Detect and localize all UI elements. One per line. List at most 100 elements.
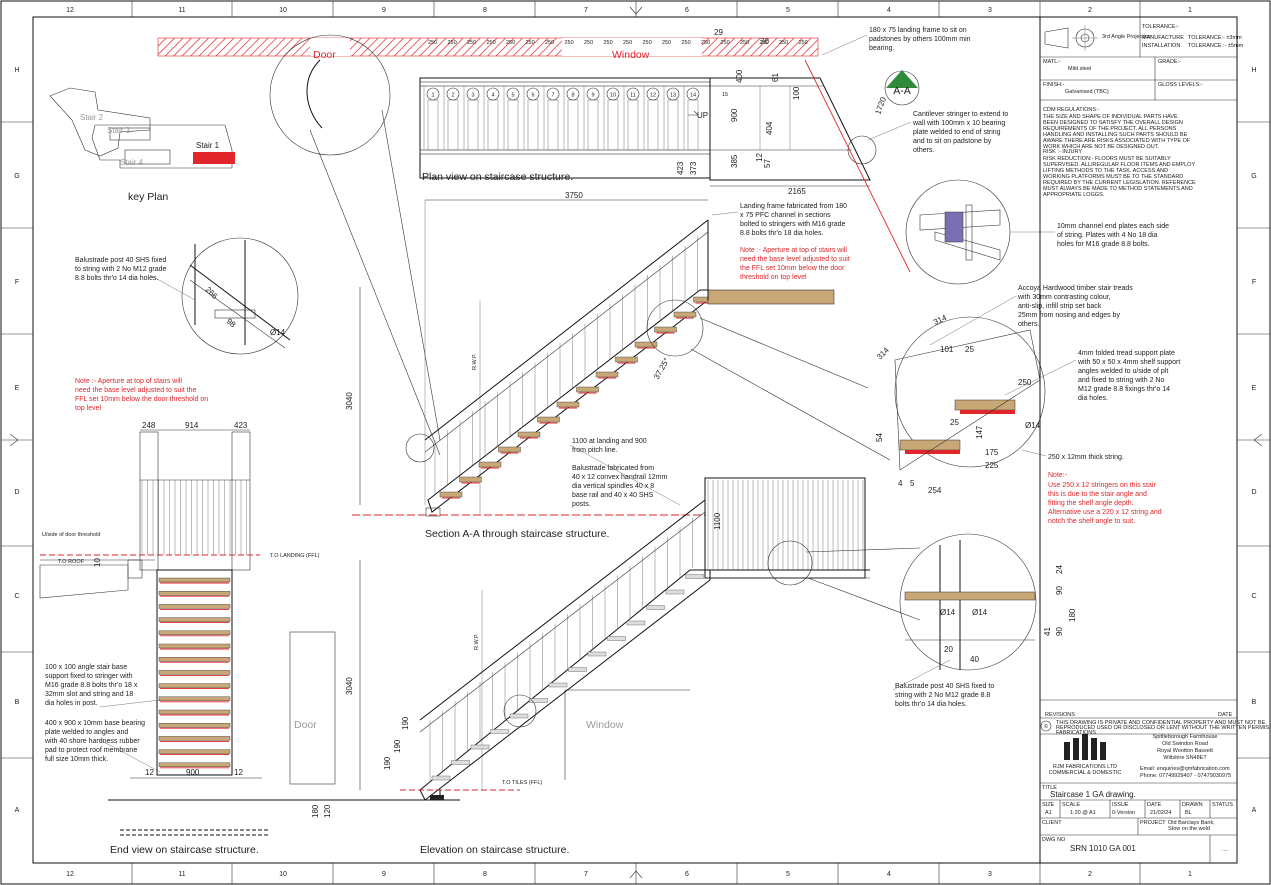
tread-number-circle <box>506 87 520 101</box>
company-logo: RJM FABRICATIONS LTD COMMERCIAL & DOMEST… <box>1049 734 1121 776</box>
manufacture-label: MANUFACTURE <box>1142 35 1184 41</box>
detail-tread-support: 314 314 101 25 250 25 147 175 225 254 54… <box>875 313 1046 495</box>
col-label: 6 <box>685 871 689 878</box>
plan-dim-404: 404 <box>765 121 774 135</box>
dwg-label: DWG NO <box>1042 837 1066 843</box>
detail-dim-14a: Ø14 <box>270 328 286 337</box>
elevation-treads <box>431 574 704 781</box>
detail-dim-175: 175 <box>985 448 999 457</box>
section-angle: 37.25° <box>652 356 671 381</box>
col-label: 7 <box>584 7 588 14</box>
elevation-dim-1100: 1100 <box>713 512 722 530</box>
key-plan: Stair 1 Stair 2 Stair 3 Stair 4 key Plan <box>49 87 235 203</box>
detail-dim-4: 4 <box>898 479 903 488</box>
tread-number: 10 <box>610 93 616 99</box>
project-label: PROJECT <box>1140 820 1166 826</box>
plan-dim-423: 423 <box>676 161 685 175</box>
tread <box>626 620 646 626</box>
end-post <box>231 431 251 571</box>
matl-label: MATL:- <box>1043 59 1061 65</box>
tread <box>673 311 697 318</box>
end-tread <box>158 749 231 754</box>
end-tread <box>158 630 231 635</box>
col-label: 2 <box>1088 7 1092 14</box>
end-tread <box>158 591 231 596</box>
end-view-title: End view on staircase structure. <box>110 844 259 856</box>
section-treads <box>439 296 716 499</box>
stair-1-label: Stair 1 <box>196 141 220 150</box>
tread-number: 15 <box>722 92 728 98</box>
row-label: F <box>15 279 19 286</box>
drawn-value: BL <box>1185 810 1192 816</box>
date-column-label: DATE <box>1218 712 1233 718</box>
detail-dim-14b: Ø14 <box>1025 421 1041 430</box>
end-tread <box>158 657 231 662</box>
plan-spacing-dim: 250 <box>428 40 437 46</box>
detail-balustrade-post: 266 Ø14 98 <box>181 237 299 355</box>
detail-dim-225: 225 <box>985 461 999 470</box>
plan-tread <box>607 99 619 151</box>
col-label: 11 <box>178 871 185 878</box>
up-arrow-icon <box>688 110 699 116</box>
elevation-rwp-label: R.W.P. <box>474 633 480 650</box>
plan-spacing-dim: 250 <box>526 40 535 46</box>
end-tread <box>158 723 231 728</box>
elevation-door-label: Door <box>294 719 317 731</box>
tread-number-circle <box>626 87 640 101</box>
tread-number: 7 <box>551 93 554 99</box>
detail-channel-3d <box>905 179 1011 285</box>
date-label: DATE <box>1147 802 1162 808</box>
plan-dim-2165: 2165 <box>788 187 806 196</box>
row-label: D <box>14 489 19 496</box>
end-to-landing: T.O LANDING (FFL) <box>270 553 320 559</box>
row-label: G <box>1251 173 1256 180</box>
elevation-dim-120: 120 <box>323 804 332 818</box>
tread <box>451 760 470 765</box>
tread-number-circle <box>606 87 620 101</box>
address-line: Old Swindon Road <box>1162 741 1208 747</box>
plan-spacing-dim: 250 <box>779 40 788 46</box>
plan-spacing-dim: 250 <box>545 40 554 46</box>
plan-window-label: Window <box>612 49 650 61</box>
section-mark-label: A-A <box>893 85 911 97</box>
plan-dim-29: 29 <box>714 28 723 37</box>
project-value: Old Barclays Bank,Stow on the wold <box>1168 820 1215 832</box>
detail-dim-314a: 314 <box>875 345 891 361</box>
detail-dim-250: 250 <box>1018 378 1032 387</box>
tolerance-label: TOLERANCE:- <box>1142 24 1179 30</box>
row-label: H <box>1251 67 1256 74</box>
col-label: 1 <box>1188 871 1192 878</box>
plan-tread <box>487 99 499 151</box>
col-label: 5 <box>786 871 790 878</box>
tread <box>509 713 529 719</box>
tread-number-circle <box>426 87 440 101</box>
detail-dim-14d: Ø14 <box>972 608 988 617</box>
plan-door-label: Door <box>313 49 336 61</box>
tread <box>654 326 677 333</box>
col-label: 9 <box>382 7 386 14</box>
detail-dim-14c: Ø14 <box>940 608 956 617</box>
detail-dim-147: 147 <box>975 425 984 439</box>
copyright-note: THIS DRAWING IS PRIVATE AND CONFIDENTIAL… <box>1056 720 1271 736</box>
row-label: E <box>15 385 20 392</box>
plan-tread <box>507 99 519 151</box>
row-label: H <box>14 67 19 74</box>
end-tread <box>158 762 231 767</box>
tread-number-circle <box>526 87 540 101</box>
end-tread <box>158 683 231 688</box>
issue-value: 0-Version <box>1112 810 1135 816</box>
detail-dim-90a: 90 <box>1055 586 1064 595</box>
tread-number: 3 <box>471 93 474 99</box>
tread <box>439 491 463 498</box>
copyright-icon: © <box>1044 723 1048 730</box>
section-dim-3040: 3040 <box>345 392 354 410</box>
projection-label: 3rd Angle Projection <box>1102 34 1151 40</box>
grade-label: GRADE:- <box>1158 59 1181 65</box>
col-label: 4 <box>887 7 891 14</box>
detail-dim-101: 101 <box>940 345 954 354</box>
